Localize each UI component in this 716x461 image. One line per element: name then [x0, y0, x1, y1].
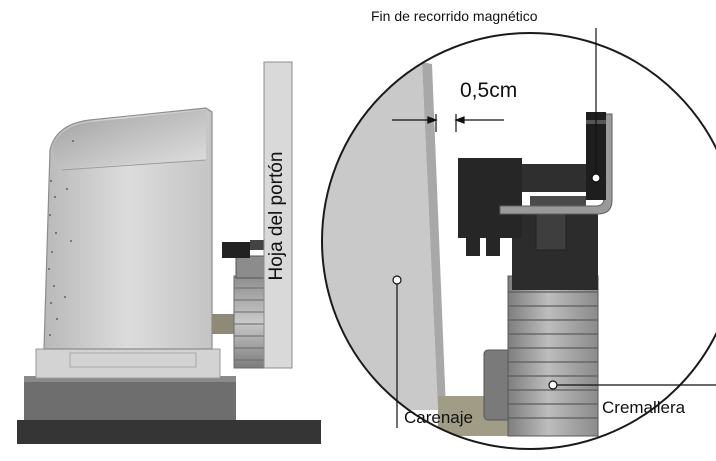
- magnifier-circle: [321, 32, 716, 450]
- magnetic-stop-block: [458, 158, 522, 238]
- motor-side-view: [17, 61, 321, 444]
- gate-leaf-label: Hoja del portón: [266, 151, 287, 281]
- l-bracket: [499, 113, 613, 215]
- callouts: [392, 28, 716, 428]
- motor-shaft: [212, 314, 238, 334]
- drive-gear: [233, 275, 267, 369]
- housing-panel: [322, 40, 438, 410]
- limit-stop-label: Fin de recorrido magnético: [371, 8, 538, 24]
- ground-base: [17, 420, 321, 444]
- foundation-plate: [24, 376, 236, 420]
- rack-label: Cremallera: [602, 398, 686, 417]
- housing-label: Carenaje: [404, 408, 473, 427]
- gate-leaf: [263, 61, 293, 369]
- gap-dimension-label: 0,5cm: [460, 79, 518, 102]
- rack: [507, 275, 599, 437]
- magnetic-stop-small: [222, 242, 250, 258]
- detail-magnifier: [321, 32, 716, 450]
